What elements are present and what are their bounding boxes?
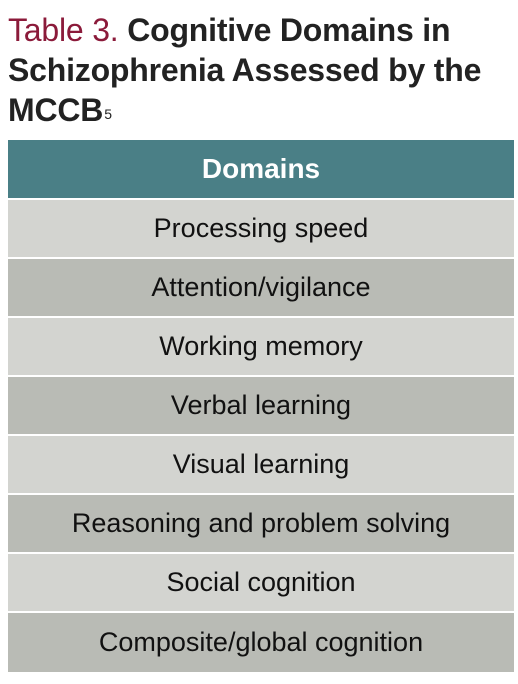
table-row: Composite/global cognition bbox=[8, 613, 514, 672]
table-header: Domains bbox=[8, 140, 514, 200]
table-row: Attention/vigilance bbox=[8, 259, 514, 318]
table-row: Visual learning bbox=[8, 436, 514, 495]
table-row: Reasoning and problem solving bbox=[8, 495, 514, 554]
table-number-label: Table 3. bbox=[8, 12, 119, 48]
table-row: Verbal learning bbox=[8, 377, 514, 436]
table-title-text: Cognitive Domains in Schizophrenia Asses… bbox=[8, 12, 482, 128]
table-title: Table 3. Cognitive Domains in Schizophre… bbox=[8, 10, 513, 130]
table-row: Working memory bbox=[8, 318, 514, 377]
reference-superscript: 5 bbox=[104, 106, 112, 122]
domains-table: Domains Processing speed Attention/vigil… bbox=[8, 140, 514, 672]
table-row: Processing speed bbox=[8, 200, 514, 259]
table-row: Social cognition bbox=[8, 554, 514, 613]
